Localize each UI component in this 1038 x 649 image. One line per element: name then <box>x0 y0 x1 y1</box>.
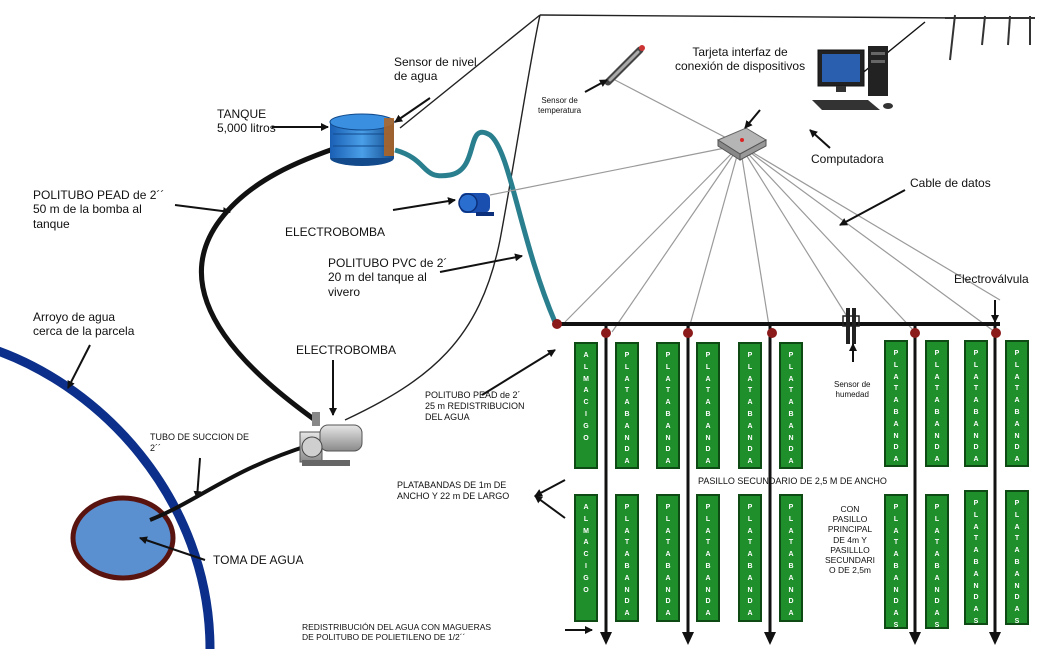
label-suction-hose: TUBO DE SUCCION DE 2´´ <box>150 432 250 453</box>
bed-label: P L A T A B A N D A S <box>665 352 671 477</box>
label-humidity-sensor: Sensor de humedad <box>834 380 871 399</box>
drop-pipe-arrows <box>600 632 1001 645</box>
bed-label: P L A T A B A N D A S <box>788 352 794 477</box>
bed-label: P L A T A B A N D A S <box>893 504 899 629</box>
bed-label: P L A T A B A N D A S <box>747 352 753 477</box>
label-bed-dimensions: PLATABANDAS DE 1m DE ANCHO Y 22 m DE LAR… <box>397 480 510 501</box>
humidity-sensor-icon <box>842 308 860 344</box>
data-cable-top-diag <box>399 14 541 129</box>
label-main-aisle: CON PASILLO PRINCIPAL DE 4m Y PASILLLO S… <box>824 504 876 576</box>
water-intake <box>70 495 176 581</box>
drop-pipes <box>604 324 997 640</box>
bed-platabanda-top: P L A T A B A N D A S <box>1005 340 1029 475</box>
bed-platabanda-bottom: P L A T A B A N D A S <box>696 494 720 629</box>
label-stream: Arroyo de agua cerca de la parcela <box>33 310 135 339</box>
label-electric-pump-2: ELECTROBOMBA <box>296 343 397 357</box>
interface-card-icon <box>716 127 768 161</box>
bed-platabanda-top: P L A T A B A N D A S <box>696 342 720 477</box>
water-tank-icon <box>329 113 395 166</box>
label-pead-hose-pump-tank: POLITUBO PEAD de 2´´ 50 m de la bomba al… <box>33 188 165 231</box>
label-pvc-pipe: POLITUBO PVC de 2´ 20 m del tanque al vi… <box>328 256 448 299</box>
bed-platabanda-bottom: P L A T A B A N D A S <box>1005 490 1029 625</box>
bed-label: P L A T A B A N D A S <box>1014 350 1020 475</box>
bed-platabanda-top: P L A T A B A N D A S <box>779 342 803 477</box>
label-water-intake: TOMA DE AGUA <box>213 553 304 567</box>
label-interface-card: Tarjeta interfaz de conexión de disposit… <box>675 45 806 74</box>
bed-almacigo-top: A L M A C I G O <box>574 342 598 469</box>
bed-platabanda-top: P L A T A B A N D A S <box>615 342 639 477</box>
bed-platabanda-bottom: P L A T A B A N D A S <box>738 494 762 629</box>
bed-label: P L A T A B A N D A S <box>705 352 711 477</box>
bed-label: P L A T A B A N D A S <box>624 352 630 477</box>
label-computer: Computadora <box>811 152 884 166</box>
data-lines <box>489 79 1001 333</box>
bed-label: P L A T A B A N D A S <box>747 504 753 629</box>
bed-platabanda-bottom: P L A T A B A N D A S <box>615 494 639 629</box>
bed-platabanda-bottom: P L A T A B A N D A S <box>925 494 949 629</box>
temperature-sensor-icon <box>604 45 645 86</box>
label-tank: TANQUE 5,000 litros <box>217 107 276 136</box>
data-cable-pump <box>344 14 541 421</box>
bed-label: A L M A C I G O <box>583 504 589 594</box>
bed-platabanda-top: P L A T A B A N D A S <box>884 340 908 475</box>
electric-pump-silver-icon <box>299 412 363 466</box>
bed-label: P L A T A B A N D A S <box>665 504 671 629</box>
bed-label: P L A T A B A N D A S <box>934 504 940 629</box>
label-electric-pump-1: ELECTROBOMBA <box>285 225 386 239</box>
bed-platabanda-top: P L A T A B A N D A S <box>656 342 680 477</box>
bed-platabanda-bottom: P L A T A B A N D A S <box>964 490 988 625</box>
label-data-cable: Cable de datos <box>910 176 991 190</box>
label-pead-redistribution: POLITUBO PEAD de 2´ 25 m REDISTRIBUCION … <box>425 390 525 422</box>
valve-icons <box>552 319 1001 338</box>
utility-pole-icon <box>945 14 1035 61</box>
data-cable-top <box>539 14 961 19</box>
bed-platabanda-bottom: P L A T A B A N D A S <box>656 494 680 629</box>
pead-hose-pump-to-tank <box>198 142 346 423</box>
computer-icon <box>812 46 893 110</box>
bed-platabanda-top: P L A T A B A N D A S <box>964 340 988 475</box>
bed-almacigo-bottom: A L M A C I G O <box>574 494 598 622</box>
stream-arc <box>0 346 215 649</box>
label-water-redistribution: REDISTRIBUCIÓN DEL AGUA CON MAGUERAS DE … <box>302 622 492 643</box>
bed-platabanda-top: P L A T A B A N D A S <box>925 340 949 475</box>
bed-platabanda-bottom: P L A T A B A N D A S <box>884 494 908 629</box>
bed-label: P L A T A B A N D A S <box>934 350 940 475</box>
bed-label: P L A T A B A N D A S <box>893 350 899 475</box>
pvc-pipe <box>394 129 558 323</box>
electric-pump-blue-icon <box>458 193 494 216</box>
label-secondary-aisle: PASILLO SECUNDARIO DE 2,5 M DE ANCHO <box>698 476 887 486</box>
bed-label: A L M A C I G O <box>583 352 589 442</box>
bed-label: P L A T A B A N D A S <box>973 500 979 625</box>
bed-label: P L A T A B A N D A S <box>1014 500 1020 625</box>
bed-label: P L A T A B A N D A S <box>624 504 630 629</box>
bed-platabanda-bottom: P L A T A B A N D A S <box>779 494 803 629</box>
label-water-level-sensor: Sensor de nivel de agua <box>394 55 477 84</box>
bed-label: P L A T A B A N D A S <box>705 504 711 629</box>
label-solenoid-valve: Electroválvula <box>954 272 1029 286</box>
callout-arrows <box>67 79 999 634</box>
label-temperature-sensor: Sensor de temperatura <box>538 96 582 115</box>
bed-platabanda-top: P L A T A B A N D A S <box>738 342 762 477</box>
bed-label: P L A T A B A N D A S <box>788 504 794 629</box>
bed-label: P L A T A B A N D A S <box>973 350 979 475</box>
suction-hose <box>149 443 311 522</box>
